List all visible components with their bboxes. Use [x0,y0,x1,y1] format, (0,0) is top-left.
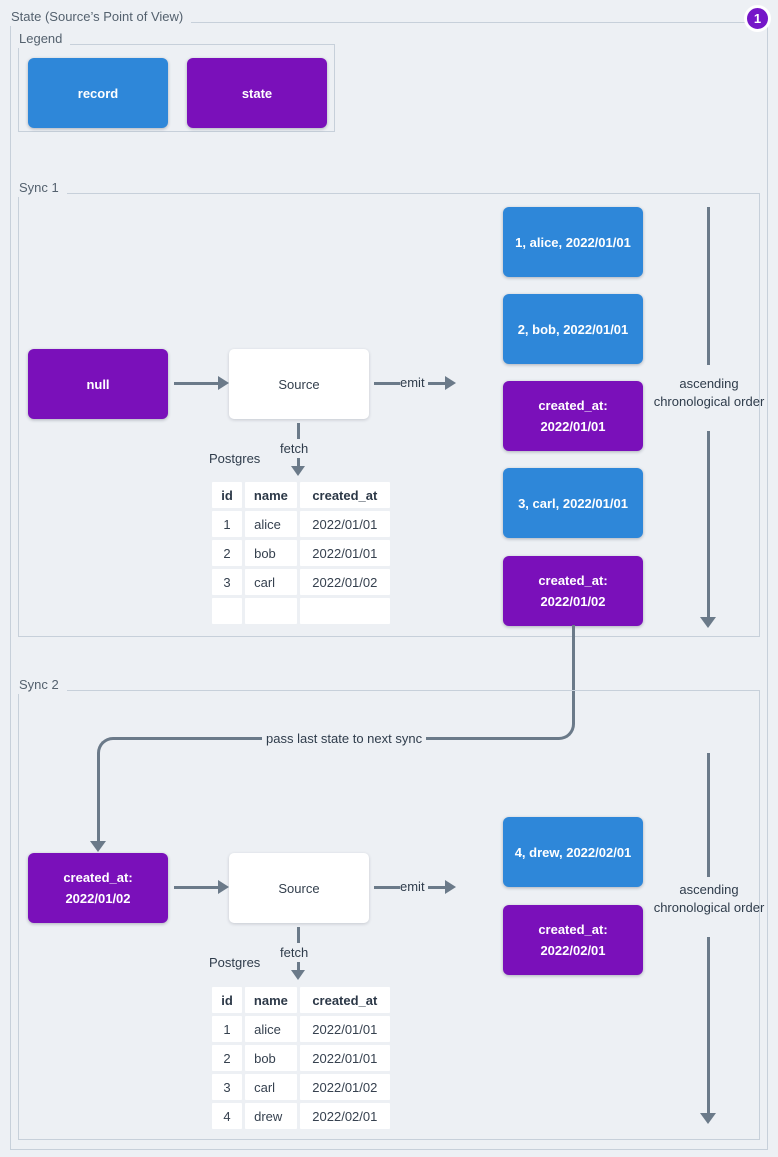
table-cell: 2 [212,1045,243,1071]
table-cell: 1 [212,1016,243,1042]
pass-state-connector-left [97,737,268,841]
table-cell: 2 [212,540,243,566]
ascending-order-line [707,207,710,365]
arrow-line [174,886,218,889]
sync2-source-box: Source [229,853,369,923]
table-cell: 2022/01/01 [299,540,390,566]
state-box-2022-01-01: created_at: 2022/01/01 [503,381,643,451]
table-cell: 3 [212,569,243,595]
legend-record-box: record [28,58,168,128]
table-cell [299,598,390,624]
table-cell: bob [245,540,297,566]
fetch-line [297,962,300,970]
table-cell: 2022/02/01 [299,1103,390,1129]
arrow-down-icon [291,970,305,980]
page-title: State (Source’s Point of View) [9,10,192,26]
emit-line [374,886,400,889]
record-box-bob: 2, bob, 2022/01/01 [503,294,643,364]
sync1-emit-label: emit [400,375,425,390]
table-cell [212,598,243,624]
table-cell: 2022/01/02 [299,569,390,595]
sync2-group: Sync 2 created_at: 2022/01/02 Source emi… [17,678,764,1140]
sync2-title: Sync 2 [17,678,67,694]
sync2-postgres-label: Postgres [209,955,261,970]
ascending-order-line [707,937,710,1114]
sync2-postgres-table: id name created_at 1 alice 2022/01/01 2 … [209,984,393,1132]
table-cell: 2022/01/01 [299,1016,390,1042]
emit-line [428,382,445,385]
record-box-drew: 4, drew, 2022/02/01 [503,817,643,887]
state-box-2022-02-01: created_at: 2022/02/01 [503,905,643,975]
sync2-emit-label: emit [400,879,425,894]
arrow-down-icon [700,1113,716,1124]
table-cell: 2022/01/01 [299,511,390,537]
sync1-input-state-box: null [28,349,168,419]
table-cell: drew [245,1103,297,1129]
table-cell: carl [245,1074,297,1100]
table-header-cell: name [245,987,297,1013]
sync1-fetch-label: fetch [280,441,309,456]
record-box-alice: 1, alice, 2022/01/01 [503,207,643,277]
legend-state-box: state [187,58,327,128]
sync1-group: Sync 1 null Source emit 1, alice, 2022/0… [17,181,764,637]
sync1-source-box: Source [229,349,369,419]
table-header-cell: created_at [299,482,390,508]
ascending-order-line [707,431,710,617]
state-box-2022-01-02: created_at: 2022/01/02 [503,556,643,626]
sync2-input-state-box: created_at: 2022/01/02 [28,853,168,923]
ascending-order-line [707,753,710,877]
arrow-right-icon [218,880,229,894]
table-cell: 2022/01/01 [299,1045,390,1071]
emit-line [374,382,400,385]
sync1-postgres-table: id name created_at 1 alice 2022/01/01 2 … [209,479,393,627]
emit-line [428,886,445,889]
table-cell: alice [245,1016,297,1042]
table-cell: 4 [212,1103,243,1129]
table-cell: carl [245,569,297,595]
legend-group: Legend record state [17,32,335,132]
table-cell: bob [245,1045,297,1071]
pass-state-connector-right [420,625,575,740]
sync1-order-label: ascending chronological order [653,376,765,409]
arrow-down-icon [700,617,716,628]
table-header-cell: name [245,482,297,508]
sync1-postgres-label: Postgres [209,451,261,466]
table-cell: alice [245,511,297,537]
table-header-cell: created_at [299,987,390,1013]
sync2-order-label: ascending chronological order [653,882,765,915]
legend-title: Legend [17,32,71,48]
step-badge: 1 [744,5,771,32]
fetch-line [297,927,300,943]
sync1-title: Sync 1 [17,181,67,197]
record-box-carl: 3, carl, 2022/01/01 [503,468,643,538]
arrow-line [174,382,218,385]
table-cell: 3 [212,1074,243,1100]
table-cell [245,598,297,624]
pass-state-label: pass last state to next sync [262,731,427,746]
arrow-right-icon [218,376,229,390]
arrow-right-icon [445,880,456,894]
state-pov-group: State (Source’s Point of View) [9,10,768,1150]
arrow-right-icon [445,376,456,390]
table-cell: 1 [212,511,243,537]
table-header-cell: id [212,482,243,508]
table-cell: 2022/01/02 [299,1074,390,1100]
arrow-down-icon [291,466,305,476]
arrow-down-icon [90,841,106,852]
fetch-line [297,423,300,439]
fetch-line [297,458,300,466]
table-header-cell: id [212,987,243,1013]
sync2-fetch-label: fetch [280,945,309,960]
